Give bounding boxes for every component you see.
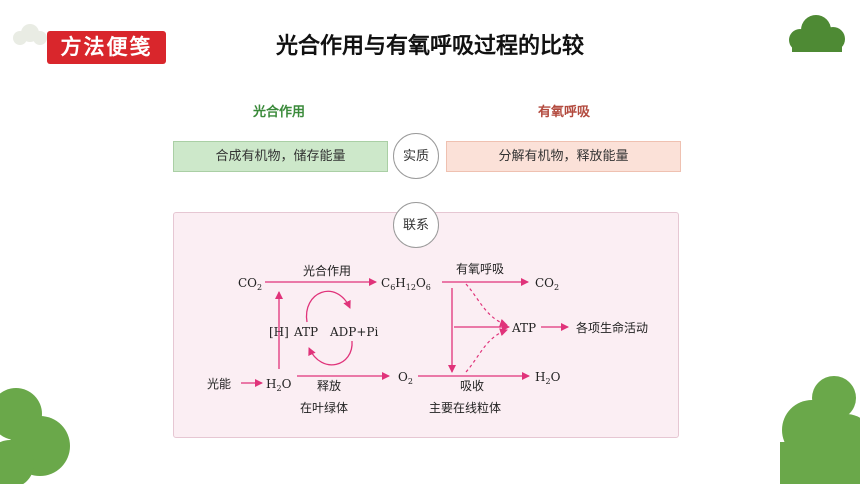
respiration-essence-box: 分解有机物，释放能量 <box>446 141 681 172</box>
dashed-arrow-upper <box>465 283 508 327</box>
photosynthesis-essence-box: 合成有机物，储存能量 <box>173 141 388 172</box>
atp-right-label: ATP <box>511 321 536 335</box>
mitochondria-note: 主要在线粒体 <box>429 400 501 415</box>
light-energy-label: 光能 <box>207 377 231 391</box>
link-label-circle: 联系 <box>393 202 439 248</box>
release-label: 释放 <box>317 378 341 393</box>
link-panel <box>173 212 679 438</box>
o2-label: O2 <box>398 370 413 386</box>
photosynthesis-heading: 光合作用 <box>252 105 305 120</box>
h2o-right-label: H2O <box>535 370 561 386</box>
glucose-label: C6H12O6 <box>381 276 431 292</box>
essence-label-circle: 实质 <box>393 133 439 179</box>
life-activities-label: 各项生命活动 <box>576 320 648 335</box>
adp-pi-label: ADP+Pi <box>329 325 378 339</box>
h2o-left-label: H2O <box>266 377 292 393</box>
absorb-label: 吸收 <box>460 379 484 393</box>
respiration-arrow-label: 有氧呼吸 <box>456 262 504 276</box>
bottom-left-bush-decoration <box>0 388 70 484</box>
respiration-heading: 有氧呼吸 <box>537 105 590 120</box>
top-right-bush-decoration <box>789 15 845 52</box>
co2-left-label: CO2 <box>238 276 262 292</box>
photosynthesis-arrow-label: 光合作用 <box>303 263 351 278</box>
bottom-right-bush-decoration <box>780 376 860 484</box>
method-note-badge: 方法便笺 <box>47 31 166 64</box>
dashed-arrow-lower <box>465 328 508 373</box>
arrow-cycle-bottom <box>308 340 353 366</box>
arrow-cycle-top <box>305 290 351 323</box>
page-title: 光合作用与有氧呼吸过程的比较 <box>275 34 584 59</box>
hydrogen-label: [H] <box>269 325 289 339</box>
top-left-cloud-decoration <box>13 24 47 45</box>
co2-right-label: CO2 <box>535 276 559 292</box>
chloroplast-note: 在叶绿体 <box>300 400 348 415</box>
atp-left-label: ATP <box>293 325 318 339</box>
